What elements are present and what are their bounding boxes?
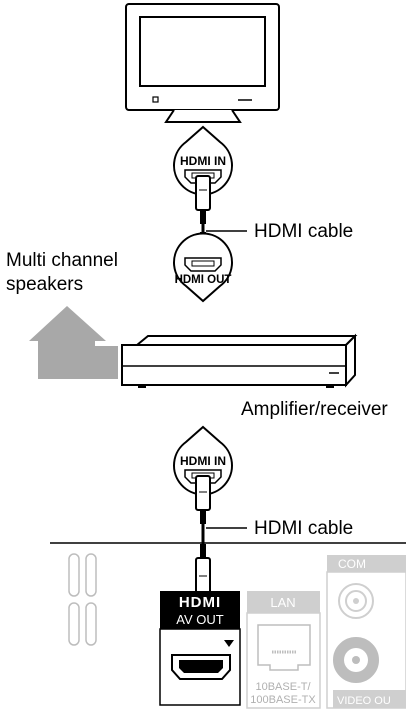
rca-jack-icon (338, 583, 374, 619)
amp-hdmi-in-label: HDMI IN (180, 454, 226, 468)
tv-icon (125, 3, 280, 123)
lan-label: LAN (270, 595, 295, 610)
hdmi-cable-bottom (195, 475, 247, 595)
video-out-label: VIDEO OU (337, 695, 391, 707)
amp-hdmi-out-callout: HDMI OUT (173, 232, 233, 303)
av-out-label: AV OUT (176, 612, 223, 627)
amplifier-receiver-icon (121, 333, 358, 388)
speakers-label-line1: Multi channel (6, 250, 118, 271)
down-triangle-icon (224, 640, 234, 647)
tv-hdmi-in-label: HDMI IN (180, 154, 226, 168)
tv-hdmi-in-callout: HDMI IN (173, 125, 233, 196)
lan-spec-line1: 10BASE-T/ (255, 681, 311, 693)
amp-hdmi-in-callout: HDMI IN (173, 425, 233, 496)
player-rear-panel: HDMI AV OUT LAN 10BASE-T/ 100BASE-TX COM… (50, 542, 406, 709)
lan-port (257, 624, 311, 671)
component-label: COM (338, 557, 366, 571)
speakers-label-line2: speakers (6, 274, 83, 295)
rca-jack-icon (333, 637, 379, 683)
amp-hdmi-out-label: HDMI OUT (175, 274, 232, 286)
top-cable-label: HDMI cable (254, 221, 353, 242)
hdmi-port-icon (184, 257, 222, 272)
output-arrow-icon (29, 306, 118, 379)
hdmi-logo: HDMI (179, 594, 221, 611)
bottom-cable-label: HDMI cable (254, 518, 353, 539)
amplifier-label: Amplifier/receiver (241, 399, 388, 420)
vent-slots (68, 553, 97, 646)
lan-spec-line2: 100BASE-TX (250, 694, 316, 706)
